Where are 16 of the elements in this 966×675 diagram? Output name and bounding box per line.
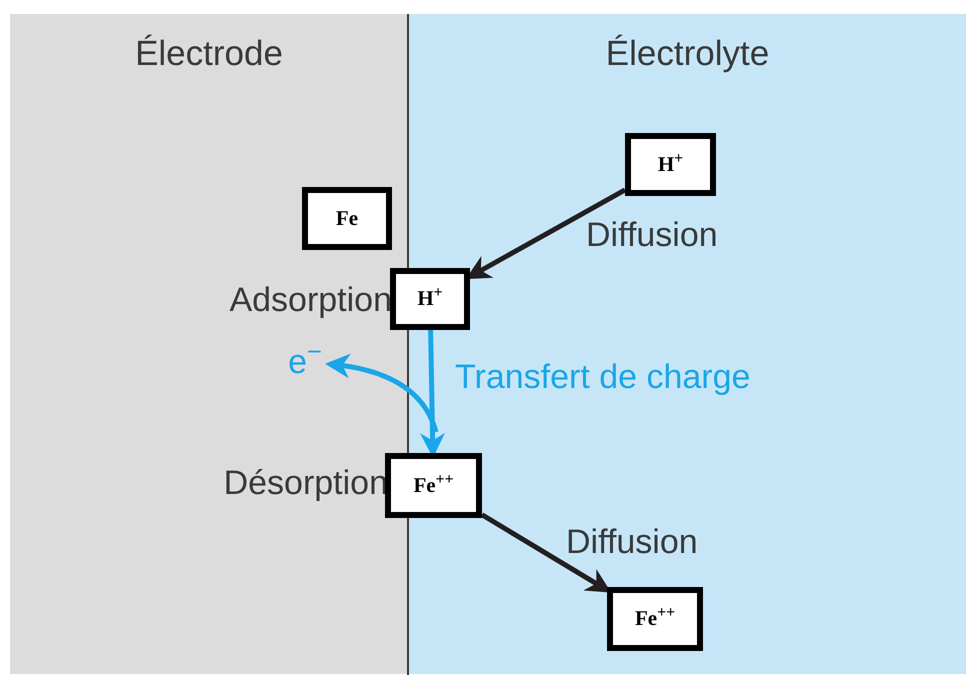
species-box: Fe$^{++}$: [385, 453, 482, 518]
edge-label: Diffusion: [566, 522, 699, 562]
region-heading: Électrode: [134, 33, 284, 75]
step-label: Désorption: [222, 462, 388, 504]
species-box: H$^{+}$: [390, 268, 470, 330]
arrow: [325, 354, 438, 433]
region-panel: [409, 14, 966, 674]
region-heading: Électrolyte: [604, 33, 770, 75]
region-panel: [10, 14, 408, 674]
species-box: Fe$^{++}$: [607, 587, 703, 651]
electron-label: e$^{−}$: [280, 342, 330, 382]
species-box: H$^{+}$: [625, 133, 716, 196]
edge-label: Transfert de charge: [455, 356, 752, 398]
step-label: Adsorption: [228, 280, 392, 320]
edge-label: Diffusion: [586, 214, 719, 256]
species-box: Fe: [302, 187, 392, 250]
